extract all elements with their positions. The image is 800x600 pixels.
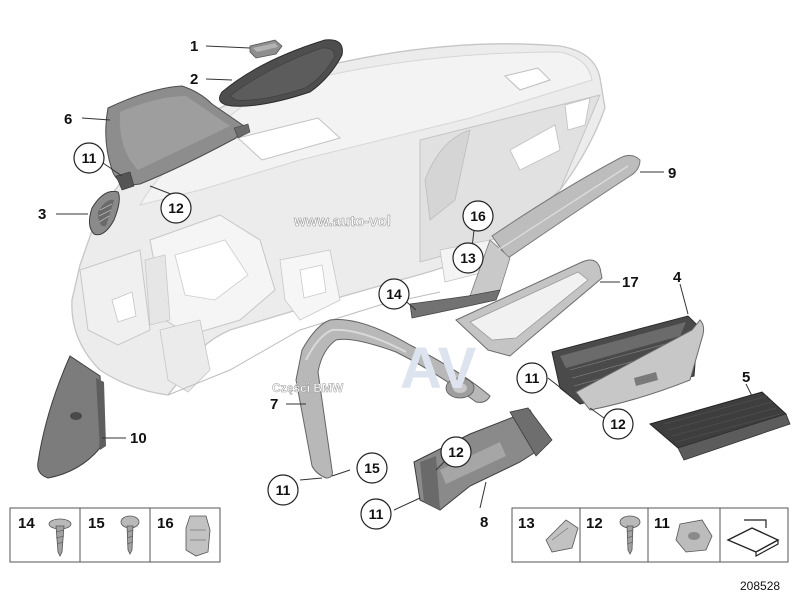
- svg-text:13: 13: [460, 250, 476, 266]
- svg-text:11: 11: [654, 515, 670, 532]
- callout-14: 14: [378, 278, 410, 310]
- callout-12-bracket: 12: [440, 436, 472, 468]
- svg-text:16: 16: [157, 515, 174, 532]
- callout-12-glovebox: 12: [602, 408, 634, 440]
- watermark-av-logo: AV: [400, 336, 477, 401]
- fastener-nut-clip-11: 11: [654, 515, 713, 553]
- part-lower-dark-strip: [409, 289, 501, 319]
- label-part-8: 8: [480, 514, 488, 531]
- svg-text:14: 14: [386, 286, 402, 302]
- callout-12-top: 12: [160, 192, 192, 224]
- label-part-7: 7: [270, 396, 278, 413]
- part-10-left-end-cap: [37, 355, 106, 479]
- label-part-5: 5: [742, 369, 750, 386]
- svg-text:11: 11: [369, 506, 384, 522]
- part-8-console-bracket: [413, 407, 553, 511]
- svg-text:12: 12: [448, 444, 464, 460]
- part-17-display-frame: [455, 259, 603, 357]
- svg-text:11: 11: [82, 150, 97, 166]
- svg-text:12: 12: [610, 416, 626, 432]
- svg-text:14: 14: [18, 515, 35, 532]
- fastener-screw-14: 14: [18, 515, 72, 557]
- callout-13: 13: [452, 242, 484, 274]
- part-3-air-vent: [88, 190, 120, 236]
- fastener-screw-12: 12: [586, 515, 641, 555]
- callout-11-top: 11: [73, 142, 105, 174]
- label-part-4: 4: [673, 269, 682, 286]
- part-5-glovebox-mat: [648, 391, 791, 461]
- watermark-brand: Części BMW: [272, 381, 344, 395]
- diagram-reference-number: 208528: [740, 579, 780, 593]
- svg-text:15: 15: [364, 460, 380, 476]
- part-2-speaker-grille: [219, 39, 343, 107]
- label-part-6: 6: [64, 111, 72, 128]
- fastener-clip-13: 13: [518, 515, 579, 553]
- part-1-cover-cap: [249, 39, 283, 59]
- label-part-17: 17: [622, 274, 639, 291]
- svg-text:15: 15: [88, 515, 105, 532]
- fastener-screw-15: 15: [88, 515, 140, 555]
- callout-11-glovebox: 11: [516, 362, 548, 394]
- label-part-2: 2: [190, 71, 198, 88]
- part-4-glovebox: [551, 315, 705, 411]
- svg-text:16: 16: [470, 208, 486, 224]
- callout-16: 16: [462, 200, 494, 232]
- svg-text:11: 11: [525, 370, 540, 386]
- circle-callouts: 11 12 16 13 14 11 12 12: [73, 142, 634, 530]
- fastener-clip-16: 16: [157, 515, 211, 557]
- svg-text:11: 11: [276, 482, 291, 498]
- part-7-side-trim-arch: [295, 319, 491, 479]
- part-9-right-trim-strip: [469, 154, 641, 303]
- callout-15: 15: [356, 452, 388, 484]
- callout-11-bracket: 11: [360, 498, 392, 530]
- generic-part-symbol: [726, 519, 780, 558]
- watermark-logo-text: AV: [400, 336, 477, 401]
- watermark-url: www.auto-vol: [293, 213, 391, 230]
- svg-text:12: 12: [168, 200, 184, 216]
- part-number-labels: 1 2 6 3 9 17 4 5 7 10 8: [38, 38, 750, 531]
- fastener-box-left: 14 15 16: [9, 507, 221, 563]
- label-part-10: 10: [130, 430, 147, 447]
- fastener-box-right: 13 12 11: [511, 507, 789, 563]
- label-part-3: 3: [38, 206, 46, 223]
- part-6-side-cover-triangle: [105, 85, 251, 191]
- label-part-1: 1: [190, 38, 198, 55]
- svg-text:13: 13: [518, 515, 535, 532]
- callout-11-pillar: 11: [267, 474, 299, 506]
- svg-text:12: 12: [586, 515, 603, 532]
- label-part-9: 9: [668, 165, 676, 182]
